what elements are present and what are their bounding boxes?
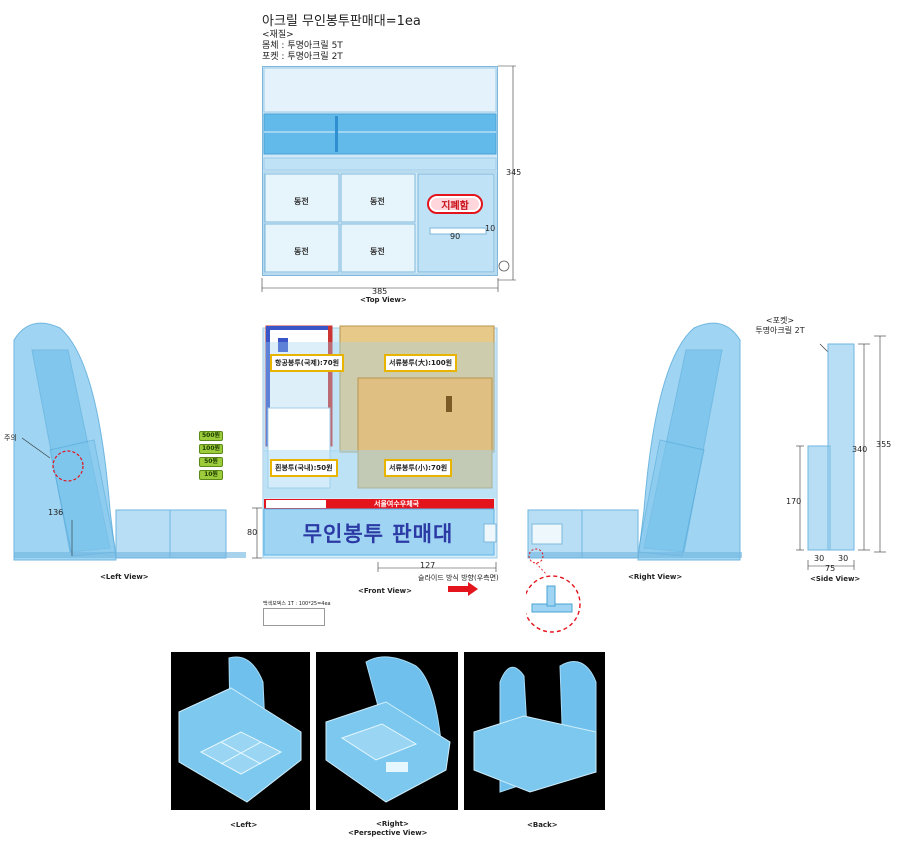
coin-slot-label: 동전 [370,247,385,256]
perspective-back-render [473,661,597,793]
dim-side-pocket: 340 [852,445,868,454]
dim-slot-width: 90 [450,232,461,241]
small-box-outline [263,608,325,626]
dim-top-width: 385 [372,287,388,296]
top-view-drawing [262,66,498,276]
perspective-left-caption: <Left> [230,821,258,829]
perspective-view-caption: <Perspective View> [348,829,428,837]
dim-top-height: 345 [506,168,522,177]
pocket-label-white-domestic: 흰봉투(국내):50원 [270,459,338,477]
left-view-caption: <Left View> [100,573,149,581]
front-view: 항공봉투(국제):70원 서류봉투(大):100원 흰봉투(국내):50원 서류… [262,322,498,560]
coin-slot-label: 동전 [294,197,309,206]
top-view-caption: <Top View> [360,296,407,304]
material-body: 몸체 : 투명아크릴 5T [262,41,343,51]
side-view-drawing [796,335,886,570]
dim-slot-height: 10 [485,224,496,233]
coin-chip-50: 50원 [199,457,223,467]
drawing-title: 아크릴 무인봉투판매대=1ea [262,14,421,29]
dim-side-base: 170 [786,497,802,506]
left-view-note: 주의 [4,434,17,442]
coin-chip-10: 10원 [199,470,223,480]
coin-slot-label: 동전 [370,197,385,206]
side-view-caption: <Side View> [810,575,861,583]
perspective-back-caption: <Back> [527,821,558,829]
right-view-caption: <Right View> [628,573,683,581]
perspective-right-image [316,652,458,810]
coin-chip-500: 500원 [199,431,223,441]
dim-side-total: 355 [876,440,892,449]
pocket-label-document-large: 서류봉투(大):100원 [384,354,458,372]
slide-direction-arrow-icon [448,582,478,596]
side-view-pocket-material: 투명아크릴 2T [755,326,805,335]
perspective-left-image [171,652,310,810]
pocket-label-document-small: 서류봉투(小):70원 [384,459,453,477]
material-spec: <재질> 몸체 : 투명아크릴 5T 포켓 : 투명아크릴 2T [262,30,343,63]
perspective-right-caption: <Right> [376,820,409,828]
coin-chip-100: 100원 [199,444,223,454]
top-view: 동전 동전 동전 동전 지폐함 90 10 [262,66,498,276]
left-view-drawing [13,322,246,561]
front-view-dimensions [252,507,497,572]
dim-side-b: 30 [838,554,849,563]
top-view-dimensions [261,65,516,292]
perspective-right-render [325,656,451,803]
right-view-drawing [526,322,742,633]
bill-box-sticker: 지폐함 [441,201,469,212]
post-office-strip: 서울여수우체국 [374,500,420,508]
small-box-label: 백색보덱스 1T : 100*25=4ea [263,601,331,607]
coin-slot-label: 동전 [294,247,309,256]
front-view-caption: <Front View> [358,587,413,595]
material-pocket: 포켓 : 투명아크릴 2T [262,52,343,62]
dim-side-width: 75 [825,564,836,573]
front-banner-title: 무인봉투 판매대 [302,522,454,546]
dim-front-height: 80 [247,528,258,537]
material-heading: <재질> [262,30,294,40]
side-view-pocket-heading: <포켓> [765,316,795,325]
perspective-left-render [178,656,302,803]
dim-front-width: 127 [420,561,436,570]
front-view-drawing [262,325,498,559]
perspective-back-image [464,652,605,810]
dim-left-view: 136 [48,508,64,517]
dim-side-a: 30 [814,554,825,563]
pocket-label-airmail: 항공봉투(국제):70원 [270,354,345,372]
slide-direction-note: 슬라이드 방식 방향(우측면) [418,574,499,582]
side-view-pocket-spec: <포켓> 투명아크릴 2T [752,316,808,336]
